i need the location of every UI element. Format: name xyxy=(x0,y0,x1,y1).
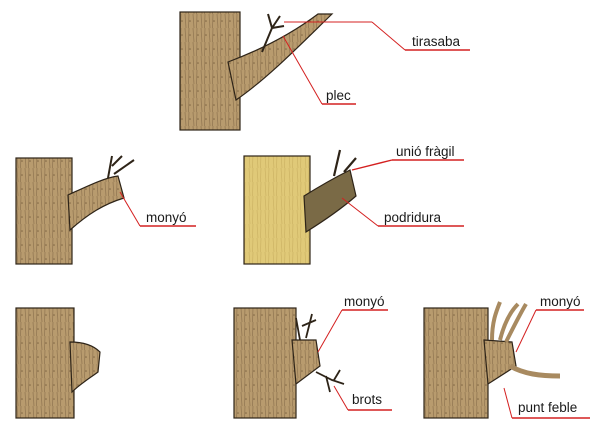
tree-illustration-weak-point xyxy=(423,301,561,419)
tree-illustration-monyo-brots xyxy=(233,307,345,419)
tree-illustration-rot xyxy=(243,149,357,265)
tree-illustration-stub xyxy=(15,307,101,419)
label-monyo-2: monyó xyxy=(344,294,385,309)
label-monyo-1: monyó xyxy=(146,210,187,225)
label-plec: plec xyxy=(326,88,351,103)
label-monyo-3: monyó xyxy=(540,294,581,309)
label-unio-fragil: unió fràgil xyxy=(396,144,455,159)
label-brots: brots xyxy=(352,392,383,407)
tree-illustration-monyo-1 xyxy=(15,155,135,265)
label-punt-feble: punt feble xyxy=(518,400,578,415)
tree-illustration-tirasaba xyxy=(179,11,334,131)
label-podridura: podridura xyxy=(384,210,442,225)
label-tirasaba: tirasaba xyxy=(412,34,461,49)
